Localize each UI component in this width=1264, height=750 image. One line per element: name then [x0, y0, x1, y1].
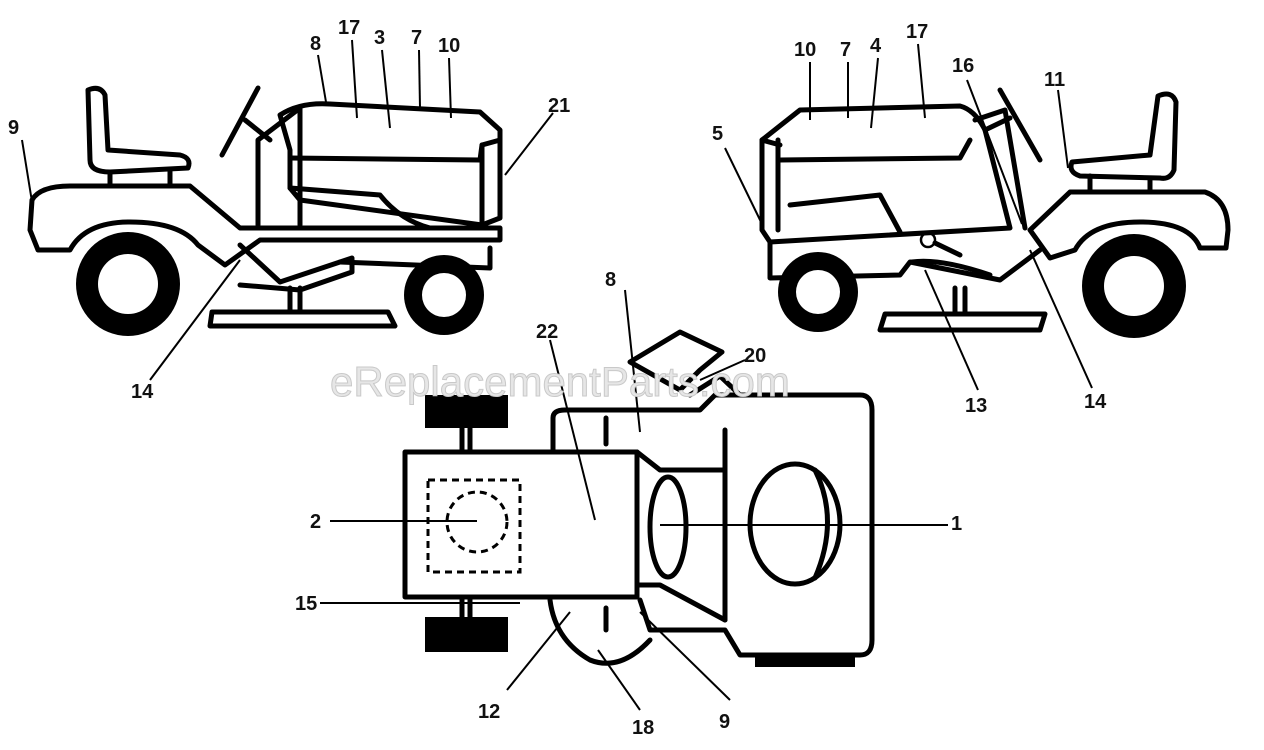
- top-label-15: 15: [295, 593, 317, 615]
- right-label-16: 16: [952, 55, 974, 77]
- top-label-22: 22: [536, 321, 558, 343]
- left-label-8: 8: [310, 33, 321, 55]
- top-label-18: 18: [632, 717, 654, 739]
- top-label-2: 2: [310, 511, 321, 533]
- left-label-9: 9: [8, 117, 19, 139]
- right-label-5: 5: [712, 123, 723, 145]
- right-side-view-tractor: [724, 43, 1231, 391]
- top-label-8: 8: [605, 269, 616, 291]
- right-label-10: 10: [794, 39, 816, 61]
- right-label-17: 17: [906, 21, 928, 43]
- left-label-14: 14: [131, 381, 154, 403]
- right-label-7: 7: [840, 39, 851, 61]
- right-label-13: 13: [965, 395, 987, 417]
- top-label-9: 9: [719, 711, 730, 733]
- top-view-tractor: [320, 289, 948, 711]
- right-label-14: 14: [1084, 391, 1107, 413]
- top-label-20: 20: [744, 345, 766, 367]
- right-label-4: 4: [870, 35, 882, 57]
- left-label-10: 10: [438, 35, 460, 57]
- left-label-17: 17: [338, 17, 360, 39]
- left-side-view-tractor: [21, 39, 554, 381]
- left-label-3: 3: [374, 27, 385, 49]
- top-label-1: 1: [951, 513, 962, 535]
- watermark-text: eReplacementParts.com: [330, 358, 790, 405]
- left-label-21: 21: [548, 95, 570, 117]
- left-label-7: 7: [411, 27, 422, 49]
- top-label-12: 12: [478, 701, 500, 723]
- right-label-11: 11: [1044, 69, 1065, 91]
